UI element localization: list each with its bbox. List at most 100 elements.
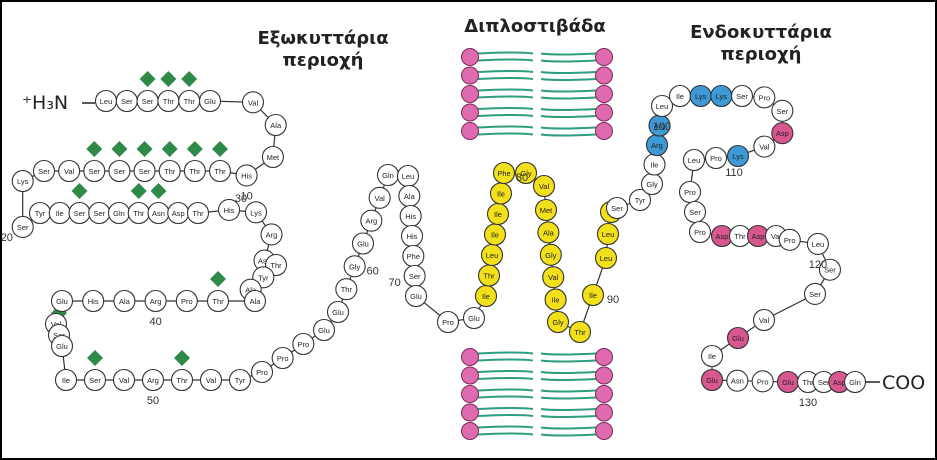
residue-label: Ser [611,204,623,213]
residue-label: Tyr [635,196,646,205]
residue-label: Val [759,316,770,325]
lipid-tail [478,353,533,354]
residue-label: Pro [684,188,696,197]
residue-label: Glu [204,97,216,106]
lipid-tail [541,409,596,410]
lipid-tail [541,435,596,436]
residue: Ser [85,370,106,391]
lipid-tail [541,372,596,373]
position-label: 30 [235,193,247,205]
residue: Ser [772,100,793,121]
residue: Ala [265,115,286,136]
lipid-head [596,404,613,421]
lipid-tail [541,398,596,399]
residue-label: Thr [176,376,188,385]
residue-label: Ile [708,352,716,361]
residue-label: Pro [757,377,769,386]
residue: Ser [134,161,155,182]
residue: Ile [491,183,512,204]
residue-label: Thr [133,209,145,218]
lipid-tail [478,360,533,361]
residue: Ala [538,222,559,243]
residue: Pro [176,291,197,312]
residue-label: Thr [802,378,814,387]
residue-label: Asn [731,377,744,386]
residue-label: Gly [552,318,564,327]
residue: Ile [56,370,77,391]
residue-label: Pro [784,236,796,245]
residue: Met [536,200,557,221]
lipid-tail [541,116,596,117]
residue-label: His [224,206,235,215]
extracellular-header-line2: περιοχή [238,50,408,72]
residue: Pro [680,182,701,203]
residue: Arg [647,135,668,156]
residue-label: Pro [297,340,309,349]
residue: Ser [607,198,628,219]
residue-label: Lys [17,177,29,186]
residue-label: Val [759,143,770,152]
residue-label: Gly [545,251,557,260]
residue: Leu [598,224,619,245]
residue: Val [59,161,80,182]
residue: Thr [208,291,229,312]
residue-label: Ile [491,231,499,240]
residue-label: Ile [494,210,502,219]
residue-label: Pro [256,368,268,377]
residue-label: Pro [277,354,289,363]
intracellular-header: Ενδοκυττάρια περιοχή [676,22,846,66]
residue: Thr [159,161,180,182]
residue: Glu [353,233,374,254]
residue: Gly [548,312,569,333]
residue: Phe [403,246,424,267]
residue: Gly [642,174,663,195]
residue: Leu [96,91,117,112]
residue-label: Ile [676,92,684,101]
residue-label: Leu [602,230,615,239]
residue-label: Asp [776,129,789,138]
residue: Ile [488,204,509,225]
residue-label: Leu [600,254,613,263]
residue: Ile [476,286,497,307]
position-label: 120 [809,259,827,271]
residue-label: Pro [442,318,454,327]
residue-label: Arg [365,217,377,226]
position-label: 60 [367,265,379,277]
residue: Arg [261,224,282,245]
residue: Asp [772,123,793,144]
residue-label: Leu [656,102,669,111]
residue-label: Ile [552,296,560,305]
residue-label: Phe [497,169,510,178]
residue-label: Thr [341,285,353,294]
intracellular-header-line1: Ενδοκυττάρια [676,22,846,44]
lipid-head [462,367,479,384]
residue-label: Ile [482,292,490,301]
residue: His [400,206,421,227]
position-label: 80 [516,172,528,184]
residue-label: Thr [214,167,226,176]
lipid-head [596,349,613,366]
residue: Leu [398,166,419,187]
residue: Lys [12,171,33,192]
residue-label: Val [248,98,259,107]
residue-label: Phe [407,252,420,261]
lipid-tail [541,79,596,80]
residue-label: Glu [332,308,344,317]
residue: Tyr [230,370,251,391]
residue-label: Thr [184,97,196,106]
lipid-tail [478,60,533,61]
residue: Thr [336,279,357,300]
residue-label: Met [267,153,280,162]
residue: Gln [378,165,399,186]
residue-label: Ala [250,297,262,306]
residue: Ile [644,154,665,175]
residue-label: Arg [150,297,162,306]
residue: Ser [84,161,105,182]
residue: Glu [406,286,427,307]
residue: Ala [399,186,420,207]
residue: Leu [596,248,617,269]
residue-label: Gln [113,209,125,218]
lipid-tail [541,135,596,136]
